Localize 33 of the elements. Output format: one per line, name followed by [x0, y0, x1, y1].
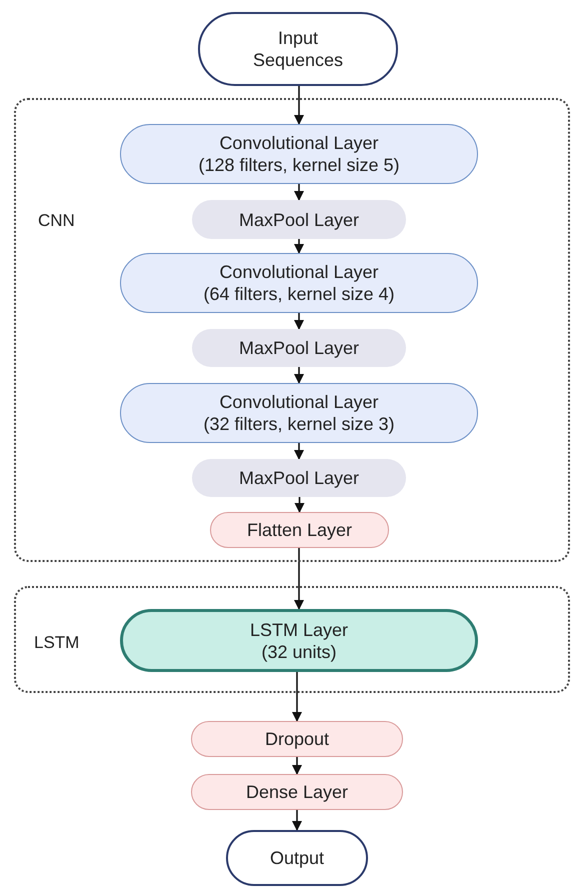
arrow: [294, 443, 304, 460]
pool-layer-box: [192, 200, 406, 239]
layer-label: LSTM Layer (32 units): [250, 618, 348, 662]
layer-box: [191, 721, 403, 757]
arrow: [294, 313, 304, 330]
layer-label: MaxPool Layer: [238, 337, 360, 359]
layer-label: Convolutional Layer (32 filters, kernel size 3): [203, 391, 395, 435]
group-label: CNN: [38, 210, 75, 232]
group-label: LSTM: [34, 632, 80, 654]
layer-label: Convolutional Layer (64 filters, kernel size 4): [203, 261, 395, 305]
group-frame: [14, 586, 570, 693]
pool-layer-box: [192, 459, 406, 497]
arrow: [294, 548, 304, 610]
layer-label: Flatten Layer: [246, 519, 352, 541]
layer-box: [210, 512, 389, 548]
layer-label: Convolutional Layer (128 filters, kernel size 5): [198, 132, 400, 176]
arrow: [294, 367, 304, 384]
arrow: [292, 810, 302, 831]
pool-layer-box: [192, 329, 406, 367]
arrow: [294, 86, 304, 125]
arrow: [294, 239, 304, 254]
arrow: [294, 184, 304, 201]
arrow: [294, 497, 304, 513]
arrow: [292, 757, 302, 775]
layer-box: [191, 774, 403, 810]
layer-label: MaxPool Layer: [238, 467, 360, 489]
layer-label: Output: [270, 847, 324, 869]
layer-label: Dense Layer: [246, 781, 348, 803]
layer-label: MaxPool Layer: [238, 208, 360, 230]
layer-label: Input Sequences: [252, 27, 344, 71]
layer-label: Dropout: [264, 728, 330, 750]
group-frame: [14, 98, 570, 562]
arrow: [292, 672, 302, 722]
